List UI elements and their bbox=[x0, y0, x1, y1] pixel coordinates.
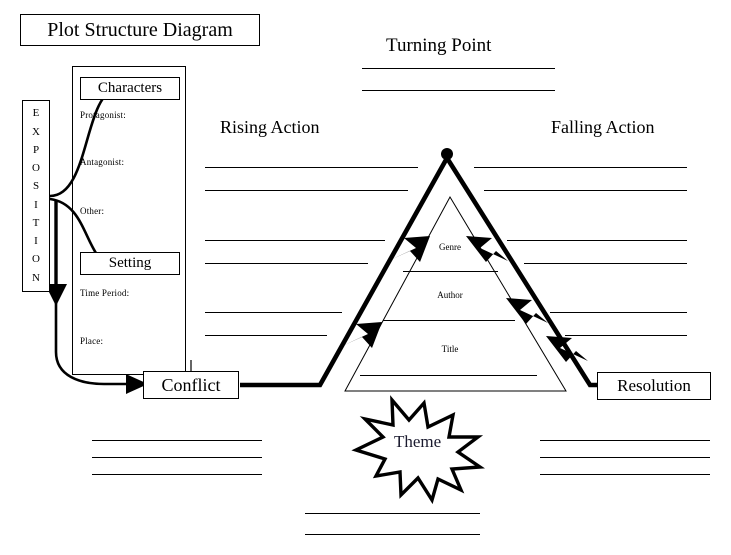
conflict-label: Conflict bbox=[161, 374, 221, 395]
exposition-letter-7: I bbox=[34, 235, 38, 248]
field-time-period: Time Period: bbox=[80, 288, 130, 298]
field-protagonist: Protagonist: bbox=[80, 110, 126, 120]
book-triangle-label-title: Title bbox=[441, 344, 459, 354]
setting-heading-box: Setting bbox=[80, 252, 180, 275]
resolution-box: Resolution bbox=[597, 372, 711, 400]
page-title-text: Plot Structure Diagram bbox=[47, 18, 233, 41]
exposition-detail-panel bbox=[72, 66, 186, 375]
book-triangle-label-genre: Genre bbox=[439, 242, 461, 252]
resolution-label: Resolution bbox=[617, 376, 691, 395]
rising-action-line-5[interactable] bbox=[205, 312, 342, 313]
exposition-letter-8: O bbox=[32, 253, 40, 266]
resolution-line-1[interactable] bbox=[540, 440, 710, 441]
exposition-letter-1: X bbox=[32, 125, 40, 138]
exposition-letter-5: I bbox=[34, 198, 38, 211]
conflict-box: Conflict bbox=[143, 371, 239, 399]
book-triangle-divider-3[interactable] bbox=[360, 375, 537, 376]
rising-action-line-2[interactable] bbox=[205, 190, 408, 191]
exposition-down-arrowhead bbox=[45, 284, 67, 306]
falling-arrowhead-middle bbox=[506, 298, 548, 324]
field-antagonist: Antagonist: bbox=[80, 157, 125, 167]
page-title: Plot Structure Diagram bbox=[20, 14, 260, 46]
resolution-line-3[interactable] bbox=[540, 474, 710, 475]
rising-action-line-6[interactable] bbox=[205, 335, 327, 336]
rising-action-arrow-path bbox=[240, 156, 450, 388]
conflict-line-1[interactable] bbox=[92, 440, 262, 441]
falling-action-line-6[interactable] bbox=[565, 335, 687, 336]
falling-arrowhead-lower bbox=[546, 336, 588, 362]
exposition-letter-2: P bbox=[32, 143, 40, 156]
book-triangle bbox=[344, 195, 567, 392]
conflict-inbound-arrowhead bbox=[126, 374, 148, 394]
turning-point-dot bbox=[441, 148, 453, 160]
field-place: Place: bbox=[80, 336, 104, 346]
exposition-letter-0: E bbox=[32, 107, 40, 120]
exposition-box: E X P O S I T I O N bbox=[22, 100, 50, 292]
rising-action-label: Rising Action bbox=[220, 117, 320, 137]
turning-point-line-2[interactable] bbox=[362, 90, 555, 91]
book-triangle-label-author: Author bbox=[437, 290, 463, 300]
conflict-line-2[interactable] bbox=[92, 457, 262, 458]
turning-point-label: Turning Point bbox=[386, 35, 492, 56]
resolution-line-2[interactable] bbox=[540, 457, 710, 458]
falling-arrowhead-upper bbox=[466, 236, 508, 262]
falling-action-line-3[interactable] bbox=[507, 240, 687, 241]
conflict-line-3[interactable] bbox=[92, 474, 262, 475]
theme-line-2[interactable] bbox=[305, 534, 480, 535]
rising-arrowhead-upper bbox=[388, 236, 430, 262]
theme-label: Theme bbox=[394, 432, 442, 451]
field-other: Other: bbox=[80, 206, 105, 216]
exposition-letter-4: S bbox=[32, 180, 40, 193]
characters-heading-text: Characters bbox=[97, 80, 163, 96]
setting-heading-text: Setting bbox=[108, 255, 152, 271]
rising-action-line-3[interactable] bbox=[205, 240, 385, 241]
falling-action-label: Falling Action bbox=[551, 117, 655, 137]
connector-exposition-to-conflict bbox=[54, 300, 131, 386]
theme-line-1[interactable] bbox=[305, 513, 480, 514]
exposition-letter-3: O bbox=[32, 162, 40, 175]
exposition-letter-6: T bbox=[32, 216, 40, 229]
characters-heading-box: Characters bbox=[80, 77, 180, 100]
falling-action-line-2[interactable] bbox=[484, 190, 687, 191]
falling-action-line-1[interactable] bbox=[474, 167, 687, 168]
falling-action-line-4[interactable] bbox=[524, 263, 687, 264]
rising-action-line-4[interactable] bbox=[205, 263, 368, 264]
falling-action-line-5[interactable] bbox=[550, 312, 687, 313]
exposition-letter-9: N bbox=[32, 271, 40, 284]
theme-starburst bbox=[351, 395, 485, 505]
turning-point-line-1[interactable] bbox=[362, 68, 555, 69]
book-triangle-divider-1[interactable] bbox=[403, 271, 498, 272]
rising-action-line-1[interactable] bbox=[205, 167, 418, 168]
book-triangle-divider-2[interactable] bbox=[383, 320, 515, 321]
